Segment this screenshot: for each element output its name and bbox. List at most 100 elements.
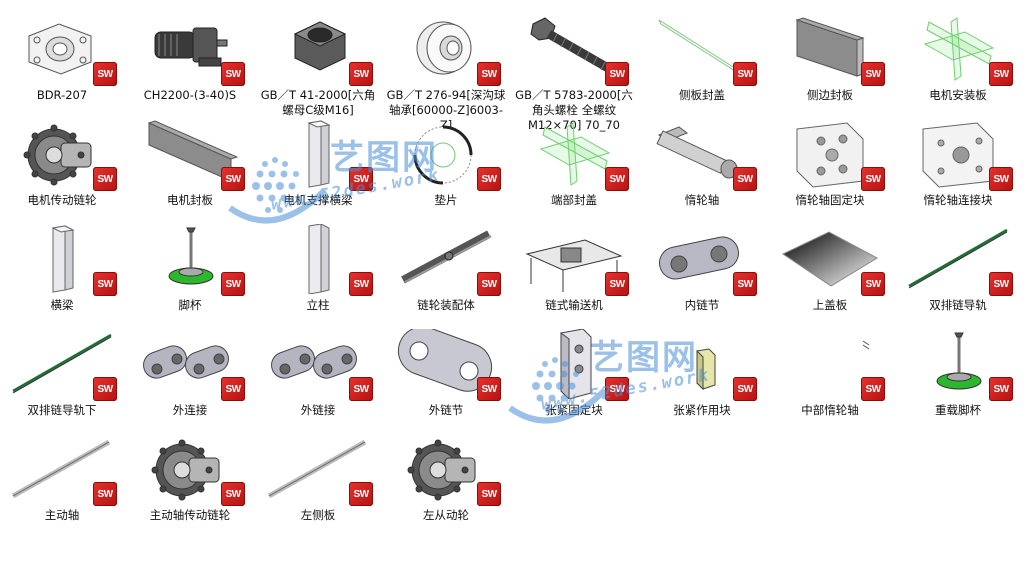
badge-text: SW	[865, 173, 881, 185]
file-label: GB／T 5783-2000[六角头螺栓 全螺纹M12×70] 70_70	[515, 88, 633, 132]
file-label: 惰轮轴	[684, 193, 720, 207]
badge-text: SW	[609, 278, 625, 290]
file-label: 外连接	[172, 403, 208, 417]
sprocket-icon	[9, 119, 115, 189]
solidworks-badge-icon: SW	[477, 482, 501, 506]
badge-text: SW	[609, 383, 625, 395]
file-label: 惰轮轴连接块	[923, 193, 993, 207]
badge-text: SW	[481, 383, 497, 395]
flange-bearing-icon	[9, 14, 115, 84]
solidworks-badge-icon: SW	[349, 167, 373, 191]
badge-text: SW	[481, 278, 497, 290]
file-item[interactable]: SW 左侧板	[255, 426, 381, 530]
solidworks-badge-icon: SW	[477, 272, 501, 296]
rail-icon	[905, 224, 1011, 294]
chain-assembly-icon	[393, 224, 499, 294]
file-label: 双排链导轨	[929, 298, 987, 312]
file-item[interactable]: SW 惰轮轴	[639, 111, 765, 215]
file-label: 中部惰轮轴	[801, 403, 859, 417]
file-label: 左侧板	[300, 508, 336, 522]
badge-text: SW	[737, 68, 753, 80]
file-item[interactable]: SW 双排链导轨	[895, 216, 1021, 320]
file-label: 主动轴	[44, 508, 80, 522]
file-label: 电机封板	[167, 193, 213, 207]
hex-nut-icon	[265, 14, 371, 84]
badge-text: SW	[481, 68, 497, 80]
solidworks-badge-icon: SW	[221, 377, 245, 401]
beam-icon	[9, 224, 115, 294]
file-label: BDR-207	[36, 88, 88, 102]
thin-plate-icon	[649, 14, 755, 84]
reference-planes-icon	[905, 14, 1011, 84]
badge-text: SW	[481, 488, 497, 500]
file-item[interactable]: SW 张紧作用块	[639, 321, 765, 425]
solidworks-badge-icon: SW	[349, 377, 373, 401]
solidworks-badge-icon: SW	[605, 272, 629, 296]
file-item[interactable]: SW 重载脚杯	[895, 321, 1021, 425]
badge-text: SW	[993, 383, 1009, 395]
rail-icon	[9, 329, 115, 399]
badge-text: SW	[737, 278, 753, 290]
file-item[interactable]: SW 电机封板	[127, 111, 253, 215]
long-shaft-icon	[9, 434, 115, 504]
file-label: 重载脚杯	[935, 403, 981, 417]
solidworks-badge-icon: SW	[221, 167, 245, 191]
badge-text: SW	[993, 278, 1009, 290]
outer-connector-icon	[265, 329, 371, 399]
solidworks-badge-icon: SW	[733, 167, 757, 191]
badge-text: SW	[353, 488, 369, 500]
badge-text: SW	[353, 68, 369, 80]
solidworks-badge-icon: SW	[93, 377, 117, 401]
badge-text: SW	[737, 383, 753, 395]
solidworks-badge-icon: SW	[733, 377, 757, 401]
file-label: 主动轴传动链轮	[149, 508, 231, 522]
file-label: 链式输送机	[545, 298, 603, 312]
badge-text: SW	[225, 278, 241, 290]
gear-motor-icon	[137, 14, 243, 84]
badge-text: SW	[353, 173, 369, 185]
file-label: 电机支撑横梁	[283, 193, 353, 207]
file-item[interactable]: SW 双排链导轨下	[0, 321, 125, 425]
badge-text: SW	[225, 68, 241, 80]
file-item[interactable]: SW 外连接	[127, 321, 253, 425]
file-label: 张紧固定块	[545, 403, 603, 417]
file-label: 内链节	[684, 298, 720, 312]
file-label: 张紧作用块	[673, 403, 731, 417]
file-item[interactable]: SW 张紧固定块	[511, 321, 637, 425]
side-plate-icon	[777, 14, 883, 84]
small-block-icon	[649, 329, 755, 399]
file-label: 端部封盖	[551, 193, 597, 207]
solidworks-badge-icon: SW	[605, 377, 629, 401]
file-label: 双排链导轨下	[27, 403, 97, 417]
badge-text: SW	[865, 68, 881, 80]
badge-text: SW	[481, 173, 497, 185]
file-item[interactable]: SW 内链节	[639, 216, 765, 320]
file-label: 横梁	[50, 298, 74, 312]
file-item[interactable]: SW 链式输送机	[511, 216, 637, 320]
